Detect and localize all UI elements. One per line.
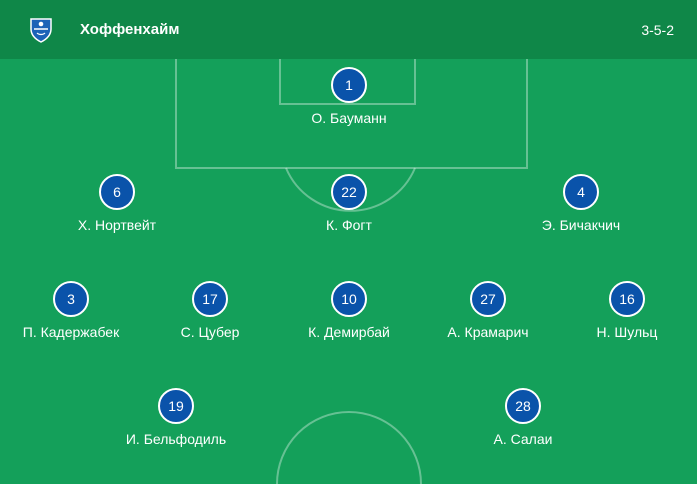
player-card[interactable]: 28 А. Салаи — [443, 388, 603, 447]
player-number-badge: 22 — [331, 174, 367, 210]
player-name: Э. Бичакчич — [541, 217, 621, 233]
player-number-badge: 10 — [331, 281, 367, 317]
team-name: Хоффенхайм — [80, 21, 180, 38]
formation-label: 3-5-2 — [641, 22, 674, 38]
player-card[interactable]: 16 Н. Шульц — [547, 281, 697, 340]
player-number-badge: 1 — [331, 67, 367, 103]
player-name: С. Цубер — [180, 324, 240, 340]
player-card[interactable]: 22 К. Фогт — [269, 174, 429, 233]
hoffenheim-crest-icon — [30, 18, 52, 43]
player-number-badge: 6 — [99, 174, 135, 210]
player-number-badge: 3 — [53, 281, 89, 317]
player-number-badge: 27 — [470, 281, 506, 317]
player-number-badge: 17 — [192, 281, 228, 317]
player-number-badge: 19 — [158, 388, 194, 424]
player-name: И. Бельфодиль — [125, 431, 227, 447]
player-number-badge: 16 — [609, 281, 645, 317]
player-number-badge: 28 — [505, 388, 541, 424]
player-name: А. Крамарич — [447, 324, 529, 340]
player-name: Х. Нортвейт — [77, 217, 157, 233]
player-name: К. Фогт — [326, 217, 372, 233]
player-number-badge: 4 — [563, 174, 599, 210]
player-card[interactable]: 6 Х. Нортвейт — [37, 174, 197, 233]
player-name: О. Бауманн — [311, 110, 387, 126]
player-name: А. Салаи — [493, 431, 553, 447]
player-card[interactable]: 17 С. Цубер — [130, 281, 290, 340]
player-card[interactable]: 27 А. Крамарич — [408, 281, 568, 340]
player-card[interactable]: 19 И. Бельфодиль — [96, 388, 256, 447]
player-card[interactable]: 1 О. Бауманн — [269, 67, 429, 126]
player-name: К. Демирбай — [308, 324, 390, 340]
player-card[interactable]: 10 К. Демирбай — [269, 281, 429, 340]
player-name: Н. Шульц — [596, 324, 658, 340]
player-name: П. Кадержабек — [22, 324, 120, 340]
player-card[interactable]: 4 Э. Бичакчич — [501, 174, 661, 233]
player-card[interactable]: 3 П. Кадержабек — [0, 281, 151, 340]
team-header: Хоффенхайм 3-5-2 — [0, 0, 697, 59]
